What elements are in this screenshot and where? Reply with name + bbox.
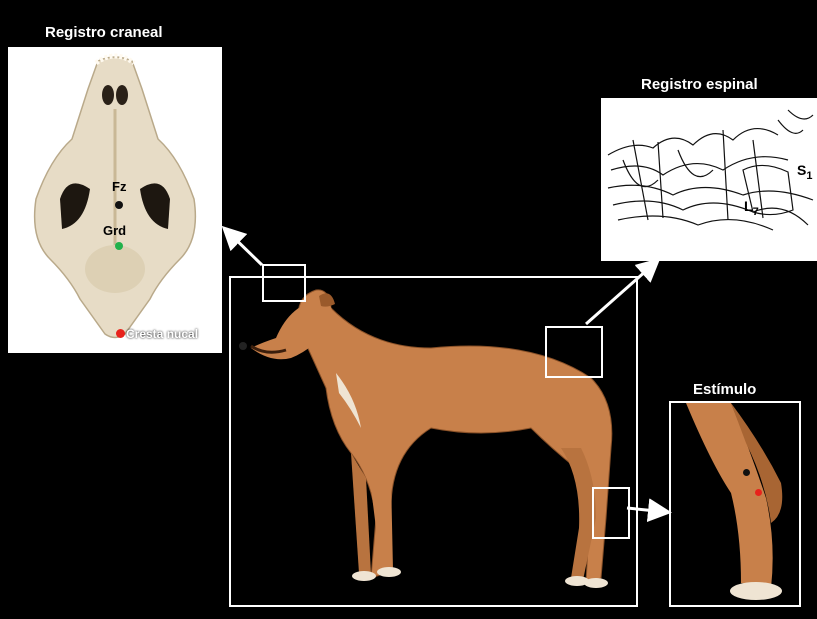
- leg-region-box: [592, 487, 630, 539]
- skull-image: [10, 49, 220, 351]
- l7-subscript: 7: [753, 206, 759, 218]
- fz-dot: [115, 201, 123, 209]
- stimulus-panel: [669, 401, 801, 607]
- spinal-panel: S1 L7: [601, 98, 817, 261]
- spinal-title: Registro espinal: [641, 76, 758, 93]
- fz-label: Fz: [112, 179, 126, 194]
- l7-base: L: [744, 198, 753, 214]
- cranial-title: Registro craneal: [45, 24, 163, 41]
- cranial-panel: Fz Grd Cresta nucal: [8, 47, 222, 353]
- grd-dot: [115, 242, 123, 250]
- l7-label: L7: [744, 198, 759, 218]
- stimulus-title: Estímulo: [693, 381, 756, 398]
- s1-subscript: 1: [806, 170, 812, 182]
- s1-base: S: [797, 162, 806, 178]
- stimulus-black-dot: [743, 469, 750, 476]
- spine-xray-sketch: [603, 100, 817, 261]
- leg-closeup-image: [671, 403, 799, 605]
- s1-label: S1: [797, 162, 812, 182]
- crest-dot: [116, 329, 125, 338]
- dog-panel: [229, 276, 638, 607]
- head-region-box-overlay: [262, 264, 306, 302]
- grd-label: Grd: [103, 223, 126, 238]
- spine-region-box: [545, 326, 603, 378]
- stimulus-red-dot: [755, 489, 762, 496]
- crest-label: Cresta nucal: [126, 327, 198, 341]
- arrow-to-cranial: [226, 230, 262, 265]
